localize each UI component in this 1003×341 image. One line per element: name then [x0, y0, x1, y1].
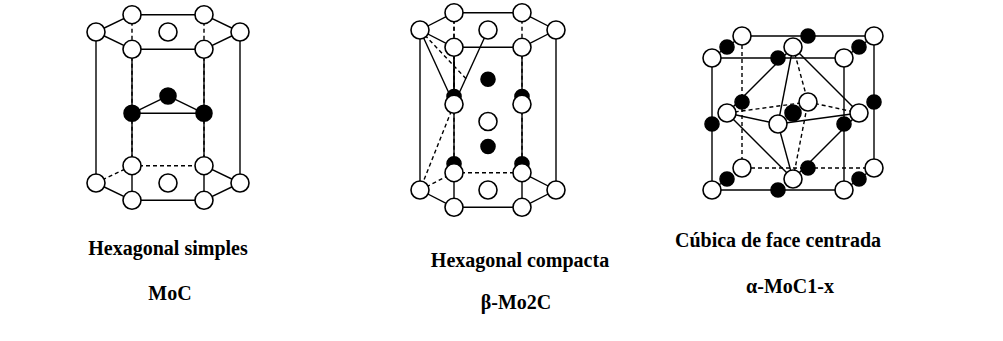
structure-name: Cúbica de face centrada [675, 228, 881, 252]
molybdenum-atom [513, 164, 531, 182]
bond-line [203, 15, 204, 166]
formula: α-MoC1-x [746, 274, 834, 298]
bond-line [793, 113, 859, 179]
molybdenum-atom [784, 170, 802, 188]
molybdenum-atom [123, 157, 141, 175]
molybdenum-atom [445, 4, 463, 22]
formula: β-Mo2C [481, 290, 552, 314]
carbon-atom [720, 40, 734, 54]
carbon-atom [735, 95, 749, 109]
molybdenum-atom [195, 40, 213, 58]
bond-line [132, 14, 204, 15]
molybdenum-atom [479, 113, 497, 131]
carbon-atom [801, 29, 815, 43]
molybdenum-atom [445, 164, 463, 182]
label-holder: Hexagonal compacta [431, 248, 609, 272]
carbon-atom [771, 51, 785, 65]
molybdenum-atom [231, 174, 249, 192]
label-holder: α-MoC1-x [746, 274, 834, 298]
molybdenum-atom [195, 6, 213, 24]
carbon-atom [801, 161, 815, 175]
molybdenum-atom [865, 159, 883, 177]
atoms [87, 4, 883, 217]
structure-name: Hexagonal simples [88, 236, 247, 260]
molybdenum-atom [123, 191, 141, 209]
molybdenum-atom [159, 174, 177, 192]
molybdenum-atom [547, 181, 565, 199]
bond-line [420, 30, 468, 81]
molybdenum-atom [547, 21, 565, 39]
molybdenum-atom [769, 115, 787, 133]
molybdenum-atom [479, 181, 497, 199]
molybdenum-atom [411, 181, 429, 199]
bond-line [132, 113, 204, 114]
carbon-atom [771, 183, 785, 197]
molybdenum-atom [784, 38, 802, 56]
molybdenum-atom [159, 23, 177, 41]
molybdenum-atom [513, 38, 531, 56]
molybdenum-atom [703, 181, 721, 199]
label-holder: MoC [148, 281, 191, 305]
molybdenum-atom [865, 27, 883, 45]
carbon-atom [852, 40, 866, 54]
carbon-atom [785, 105, 801, 121]
carbon-atom [160, 88, 176, 104]
bond-line [132, 165, 204, 166]
molybdenum-atom [733, 27, 751, 45]
structure-name: Hexagonal compacta [431, 248, 609, 272]
carbon-atom [705, 117, 719, 131]
carbon-atom [481, 139, 495, 153]
bond-line [454, 172, 522, 173]
carbon-atom [720, 172, 734, 186]
carbon-atom [837, 117, 851, 131]
bond-line [555, 30, 556, 190]
molybdenum-atom [835, 181, 853, 199]
bonds [96, 13, 874, 208]
molybdenum-atom [123, 6, 141, 24]
molybdenum-atom [411, 21, 429, 39]
bond-line [419, 30, 420, 190]
molybdenum-atom [479, 21, 497, 39]
bond-line [132, 49, 204, 50]
carbon-atom [867, 95, 881, 109]
bond-line [95, 32, 96, 183]
molybdenum-atom [513, 198, 531, 216]
molybdenum-atom [733, 159, 751, 177]
carbon-atom [196, 105, 212, 121]
bond-line [454, 12, 522, 13]
bond-line [454, 207, 522, 208]
molybdenum-atom [87, 23, 105, 41]
molybdenum-atom [445, 198, 463, 216]
molybdenum-atom [799, 93, 817, 111]
molybdenum-atom [513, 95, 531, 113]
molybdenum-atom [123, 40, 141, 58]
molybdenum-atom [195, 191, 213, 209]
molybdenum-atom [195, 157, 213, 175]
molybdenum-atom [703, 49, 721, 67]
carbon-atom [481, 72, 495, 86]
molybdenum-atom [445, 95, 463, 113]
label-holder: β-Mo2C [481, 290, 552, 314]
molybdenum-atom [513, 4, 531, 22]
bond-line [793, 47, 859, 113]
molybdenum-atom [835, 49, 853, 67]
bond-line [727, 47, 793, 113]
molybdenum-atom [718, 104, 736, 122]
carbon-atom [852, 172, 866, 186]
label-holder: Hexagonal simples [88, 236, 247, 260]
bond-line [132, 200, 204, 201]
label-holder: Cúbica de face centrada [675, 228, 881, 252]
bond-line [239, 32, 240, 183]
molybdenum-atom [87, 174, 105, 192]
formula: MoC [148, 281, 191, 305]
molybdenum-atom [231, 23, 249, 41]
carbon-atom [124, 105, 140, 121]
molybdenum-atom [850, 104, 868, 122]
bond-line [727, 113, 793, 179]
bond-line [454, 47, 522, 48]
molybdenum-atom [445, 38, 463, 56]
bond-line [131, 15, 132, 166]
